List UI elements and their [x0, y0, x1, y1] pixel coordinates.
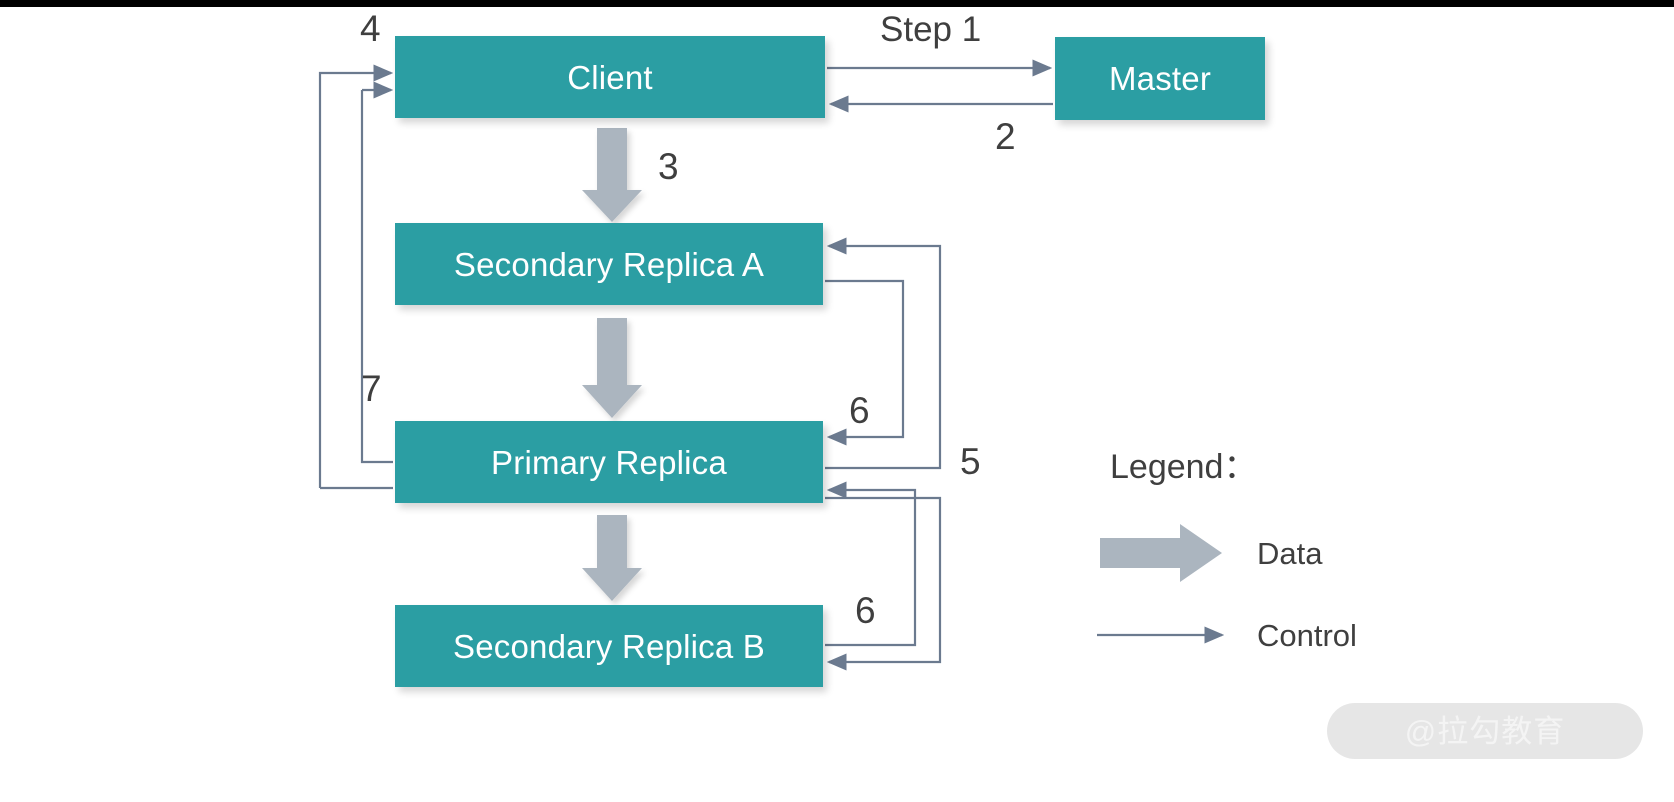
edge-label-6-upper: 6 — [849, 390, 870, 431]
node-secondary-replica-a[interactable]: Secondary Replica A — [395, 223, 823, 305]
legend-item-control-label: Control — [1257, 618, 1357, 653]
node-primary-replica-label: Primary Replica — [491, 443, 727, 481]
legend-item-data-label: Data — [1257, 536, 1323, 571]
edge-label-7: 7 — [361, 368, 382, 409]
node-primary-replica[interactable]: Primary Replica — [395, 421, 823, 503]
top-black-bar — [0, 0, 1674, 7]
control-line-primary-to-secondary-b — [825, 496, 942, 671]
control-line-primary-to-client — [318, 64, 394, 488]
legend-title: Legend： — [1110, 448, 1258, 486]
node-secondary-replica-b[interactable]: Secondary Replica B — [395, 605, 823, 687]
edge-label-4: 4 — [360, 8, 381, 49]
node-client[interactable]: Client — [395, 36, 825, 118]
node-master-label: Master — [1108, 60, 1212, 97]
data-arrow-primary-to-secondary-b — [582, 515, 642, 601]
watermark-badge: @拉勾教育 — [1327, 703, 1643, 759]
edge-label-5: 5 — [960, 441, 981, 482]
data-arrow-client-to-secondary-a — [582, 128, 642, 222]
node-secondary-replica-a-label: Secondary Replica A — [453, 245, 765, 283]
watermark-text: @拉勾教育 — [1404, 713, 1566, 749]
control-line-primary-to-secondary-a — [825, 237, 942, 470]
edge-label-6-lower: 6 — [855, 590, 876, 631]
edge-label-3: 3 — [658, 146, 679, 187]
edge-label-2: 2 — [995, 116, 1016, 157]
data-arrow-secondary-a-to-primary — [582, 318, 642, 418]
edge-label-step-1: Step 1 — [880, 10, 982, 49]
node-client-label: Client — [567, 58, 653, 96]
node-master[interactable]: Master — [1055, 37, 1265, 120]
legend-data-arrow-icon — [1100, 524, 1222, 582]
node-secondary-replica-b-label: Secondary Replica B — [453, 627, 765, 665]
